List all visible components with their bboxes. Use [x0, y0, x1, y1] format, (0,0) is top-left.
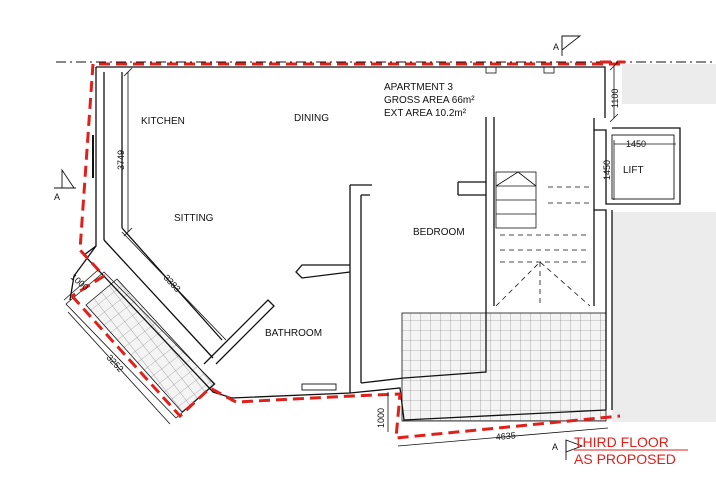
room-label-bedroom: BEDROOM	[413, 227, 465, 238]
dimension-4635: 4635	[495, 430, 516, 442]
dimension-3749: 3749	[116, 150, 126, 170]
dimension-1000-bottom: 1000	[376, 408, 386, 428]
stairs	[495, 171, 591, 307]
apartment-ext-area: EXT AREA 10.2m²	[384, 108, 467, 119]
outer-wall	[83, 66, 607, 421]
bedroom-wall-right	[403, 117, 495, 379]
wall-notch-top-right	[543, 66, 555, 74]
dimension-1450-vertical: 1450	[602, 160, 612, 180]
apartment-gross-area: GROSS AREA 66m²	[384, 95, 475, 106]
section-marker-top-label: A	[553, 42, 559, 52]
dimension-3252: 3252	[105, 353, 126, 374]
room-label-lift: LIFT	[623, 165, 644, 176]
terrace-edge	[65, 271, 216, 419]
right-wall	[594, 209, 613, 410]
bathroom-wall-vertical	[349, 184, 372, 393]
bathroom-door-sill	[301, 383, 337, 391]
ownership-boundary	[70, 60, 625, 440]
room-label-bathroom: BATHROOM	[265, 328, 322, 339]
section-marker-left: A	[54, 168, 76, 202]
terrace-tiles-left	[85, 278, 215, 413]
dimension-1100: 1100	[610, 89, 620, 108]
dimension-1450-horizontal: 1450	[626, 139, 646, 149]
apartment-name: APARTMENT 3	[384, 82, 453, 93]
lift-shaft	[593, 118, 681, 306]
terrace-tiles-bottom	[401, 312, 607, 422]
bedroom-wall-bottom	[360, 377, 405, 384]
section-marker-bottom-label: A	[552, 442, 558, 452]
left-wall-inner	[103, 72, 123, 240]
room-label-kitchen: KITCHEN	[141, 116, 185, 127]
lift-car	[611, 134, 675, 200]
room-label-dining: DINING	[294, 113, 329, 124]
blurred-area-right	[612, 212, 716, 422]
bathroom-wall-stub	[295, 264, 351, 279]
blurred-area-top	[622, 64, 716, 104]
wall-notch-top	[485, 66, 497, 74]
section-marker-left-label: A	[54, 192, 60, 202]
dimension-lines	[63, 61, 676, 447]
dimension-3383: 3383	[162, 273, 183, 294]
ownership-boundary-left-tip	[71, 274, 105, 298]
bathroom-wall-diagonal	[203, 299, 275, 365]
bedroom-wall-top	[457, 181, 486, 196]
room-label-sitting: SITTING	[174, 213, 214, 224]
section-marker-top: A	[553, 35, 582, 56]
section-marker-bottom: A	[552, 439, 584, 460]
drawing-title-line2: AS PROPOSED	[574, 451, 676, 467]
drawing-title-line1: THIRD FLOOR	[574, 434, 669, 450]
